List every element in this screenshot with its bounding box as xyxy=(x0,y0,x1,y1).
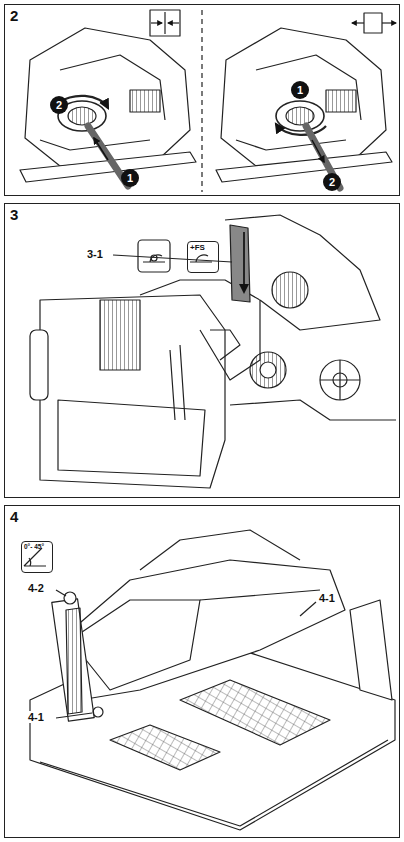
callout-number: 1 xyxy=(127,173,133,184)
leader-line xyxy=(113,255,232,262)
figure-number: 4 xyxy=(10,508,18,525)
part-label: 3-1 xyxy=(86,248,104,260)
callout-number: 1 xyxy=(121,169,139,187)
saw-housing xyxy=(20,28,196,182)
icon-text: 0°- 45° xyxy=(24,544,44,551)
leader-line xyxy=(56,590,66,596)
divider-line xyxy=(201,10,202,192)
angle-icon: 0°- 45° xyxy=(21,541,53,573)
part-label: 4-2 xyxy=(27,582,45,594)
icon-text: +FS xyxy=(190,244,205,252)
move-arrow xyxy=(243,232,245,292)
callout-number: 2 xyxy=(323,173,341,191)
angle-icon-symbol xyxy=(24,548,46,566)
push-arrow xyxy=(94,138,108,160)
leader-line xyxy=(300,602,316,616)
figure-number: 3 xyxy=(10,206,18,223)
figure-panel: 3 +FS xyxy=(4,203,400,498)
callout-number: 2 xyxy=(329,177,335,188)
pull-arrow xyxy=(312,140,324,162)
adjust-knob xyxy=(276,101,326,135)
callout-number: 2 xyxy=(56,100,62,111)
clamp-icon xyxy=(150,10,180,36)
leader-line xyxy=(56,713,92,718)
part-label: 4-1 xyxy=(318,592,336,604)
figure-panel: 2 2 1 1 2 xyxy=(4,4,400,196)
saw-body xyxy=(52,530,345,721)
figure-number: 2 xyxy=(10,7,18,24)
callout-number: 1 xyxy=(291,81,309,99)
callout-number: 1 xyxy=(297,85,303,96)
release-icon xyxy=(352,13,396,33)
saw-body xyxy=(30,215,396,488)
callout-number: 2 xyxy=(50,96,68,114)
part-label: 4-1 xyxy=(27,711,45,723)
figure-panel: 4 0°- 45° xyxy=(4,505,400,838)
mode-icon: +FS xyxy=(187,241,219,273)
blade-icon xyxy=(138,240,170,272)
saw-housing xyxy=(216,28,392,182)
